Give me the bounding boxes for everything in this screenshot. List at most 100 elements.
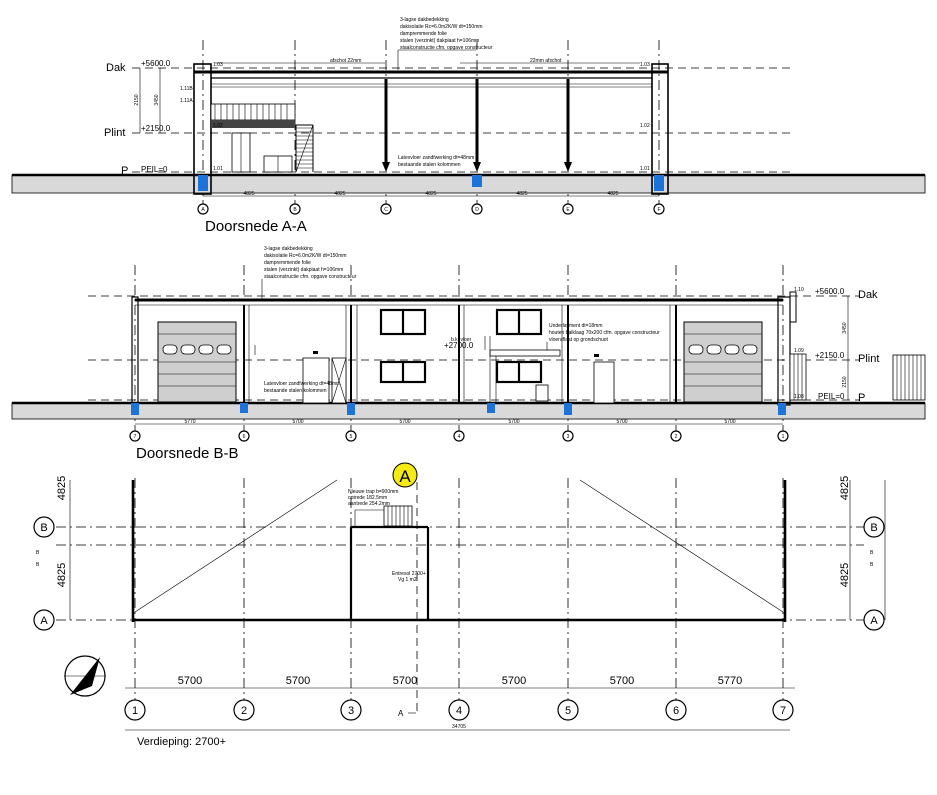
plan-span-dims: 5700 5700 5700 5700 5700 5770 34705 — [125, 675, 795, 731]
mark-label: 1.09 — [794, 348, 804, 354]
grid-label: B — [40, 522, 47, 534]
grid-label: 4 — [458, 434, 461, 440]
grid-label: 4 — [456, 705, 462, 717]
dim-label: 5770 — [184, 419, 195, 425]
mark-label: 1.11B — [180, 86, 193, 92]
grid-label: 2 — [241, 705, 247, 717]
stair-note: Nieuwe trap b=900mm — [348, 489, 398, 495]
grid-label: 1 — [782, 434, 785, 440]
level-name: Dak — [106, 62, 126, 74]
section-aa-grid-bubbles: A B C D E F — [197, 203, 665, 215]
grid-label: 7 — [134, 434, 137, 440]
slope-label: afschot 22mm — [330, 58, 361, 64]
dim-label: 5700 — [508, 419, 519, 425]
section-aa-floor-note: Latexvloer zandfwerking dt=48mm bestaand… — [398, 155, 474, 168]
note-line: 3-lagse dakbedekking — [400, 17, 449, 23]
dim-label: 5700 — [178, 675, 202, 687]
section-aa-span-dims: 4825 4825 4825 4825 4825 — [203, 191, 659, 197]
mark-label: 1.03 — [640, 62, 650, 68]
mark-label: 1.10 — [794, 287, 804, 293]
grid-label: B — [870, 522, 877, 534]
section-bb-roof-note: 3-lagse dakbedekking dakisolatie Rc=6.0m… — [261, 246, 357, 299]
section-bb-grid-bubbles: 7 6 5 4 3 2 1 — [129, 430, 789, 442]
section-aa-roof-note: 3-lagse dakbedekking dakisolatie Rc=6.0m… — [215, 17, 640, 70]
total-dim: 34705 — [452, 724, 466, 730]
grid-label: C — [384, 207, 388, 213]
mark-label: 1.01 — [213, 166, 223, 172]
dim-label: 5700 — [393, 675, 417, 687]
dim-label: 4825 — [243, 191, 254, 197]
grid-label: 3 — [348, 705, 354, 717]
mark-label: 1.08 — [794, 394, 804, 400]
level-name: P — [121, 165, 128, 177]
floor-label: Verdieping: 2700+ — [137, 736, 226, 748]
section-arrow-label: B — [36, 550, 40, 556]
dim-label: 5700 — [502, 675, 526, 687]
level-name: Plint — [104, 127, 125, 139]
note-line: stalen (verzinkt) dakplaat h=106mm — [400, 38, 479, 44]
dim-label: 2150 — [842, 376, 848, 387]
section-bb-span-dims: 5770 5700 5700 5700 5700 5700 — [135, 419, 783, 425]
level-value: +2150.0 — [815, 351, 845, 360]
level-value: PEIL=0 — [141, 165, 168, 174]
dim-label: 4825 — [516, 191, 527, 197]
stair-note: aantrede 254.2mm — [348, 501, 390, 507]
note-line: bestaande stalen kolommen — [398, 162, 461, 168]
grid-label: A — [201, 207, 205, 213]
grid-label: 1 — [132, 705, 138, 717]
level-name: Plint — [858, 353, 879, 365]
dim-label: 5700 — [292, 419, 303, 425]
plan-side-markers: B A B A B B B B 4825 4825 4825 4825 — [33, 476, 886, 631]
dim-label: 5700 — [724, 419, 735, 425]
section-arrow-label: B — [36, 562, 40, 568]
dim-label: 4825 — [607, 191, 618, 197]
dim-label: 5700 — [616, 419, 627, 425]
floor-plan: Nieuwe trap b=900mm optrede 182.5mm aant… — [33, 462, 886, 748]
dim-label: 4825 — [334, 191, 345, 197]
mark-label: 1.11A — [180, 98, 193, 104]
note-line: dampremmende folie — [264, 260, 311, 266]
note-line: bestaande stalen kolommen — [264, 388, 327, 394]
section-bb: 5770 5700 5700 5700 5700 5700 7 6 5 4 3 … — [11, 246, 926, 462]
note-line: vloeraflaat op grondschuot — [549, 337, 609, 343]
dim-label: 4825 — [425, 191, 436, 197]
plan-building: Nieuwe trap b=900mm optrede 182.5mm aant… — [131, 479, 787, 622]
side-dim: 4825 — [839, 476, 851, 500]
grid-label: 3 — [567, 434, 570, 440]
mark-label: 1.02 — [640, 123, 650, 129]
floor-level-label: b.k. vloer — [451, 337, 472, 343]
grid-label: 5 — [565, 705, 571, 717]
room-note: Vg 1 m2 — [398, 577, 417, 583]
section-bb-garage-doors — [157, 321, 763, 403]
side-dim: 4825 — [839, 563, 851, 587]
section-bb-mezz-note: Underlayment dt=18mm houten balklaag 70x… — [546, 323, 660, 350]
section-arrow-label: B — [870, 550, 874, 556]
section-bb-interior — [254, 336, 615, 404]
section-aa-level-labels: Dak +5600.0 Plint +2150.0 P PEIL=0 3450 … — [104, 59, 171, 177]
plan-grid-bubbles: 1 2 3 4 5 6 7 — [124, 699, 794, 721]
section-bb-floor-level: b.k. vloer +2700.0 — [444, 336, 486, 350]
level-value: +5600.0 — [141, 59, 171, 68]
level-value: +5600.0 — [815, 287, 845, 296]
section-aa-marks: 1.03 1.11B 1.11A 1.02 1.01 1.03 1.02 1.0… — [180, 62, 650, 172]
note-line: staalconstructie cfm. opgave constructeu… — [264, 274, 357, 280]
note-line: staalconstructie cfm. opgave constructeu… — [400, 45, 493, 51]
mark-label: 1.02 — [213, 123, 223, 129]
dim-label: 3450 — [154, 94, 160, 105]
grid-label: B — [293, 207, 297, 213]
note-line: Latexvloer zandfwerking dt=48mm — [264, 381, 340, 387]
side-dim: 4825 — [56, 476, 68, 500]
section-aa-left-wall — [193, 63, 212, 195]
grid-label: 6 — [243, 434, 246, 440]
north-arrow-icon — [64, 655, 106, 697]
section-aa: 4825 4825 4825 4825 4825 A B C D E F Dak… — [11, 17, 926, 235]
grid-label: 7 — [780, 705, 786, 717]
level-value: PEIL=0 — [818, 392, 845, 401]
grid-label: D — [475, 207, 479, 213]
note-line: dakisolatie Rc=6.0m2K/W dt=150mm — [400, 24, 483, 30]
note-line: dampremmende folie — [400, 31, 447, 37]
stair-note: optrede 182.5mm — [348, 495, 387, 501]
dim-label: 5700 — [399, 419, 410, 425]
section-aa-columns — [382, 79, 572, 172]
mark-label: 1.03 — [213, 62, 223, 68]
